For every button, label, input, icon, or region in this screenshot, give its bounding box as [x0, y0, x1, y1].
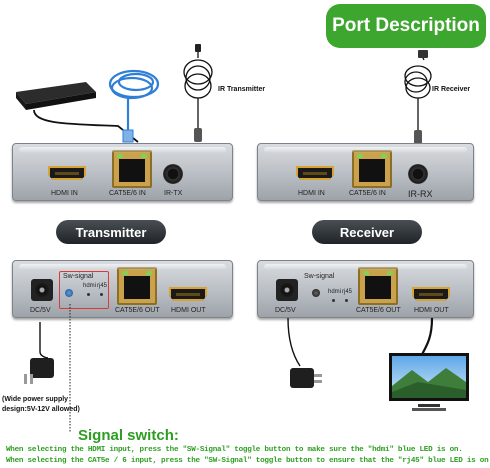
- ethernet-cable-icon: [108, 69, 160, 143]
- dc-label: DC/5V: [30, 307, 51, 314]
- rx-hdmi-in-port: [296, 166, 334, 180]
- led-rj45: [100, 293, 103, 296]
- ir-tx-label: IR-TX: [164, 190, 183, 197]
- rx-cat-out-port: [358, 267, 398, 305]
- rx-cat-in-label: CAT5E/6 IN: [349, 190, 386, 197]
- signal-switch-line1: When selecting the HDMI input, press the…: [6, 446, 463, 454]
- transmitter-front-panel: HDMI IN CAT5E/6 IN IR-TX: [12, 143, 233, 201]
- ir-tx-port: [163, 164, 183, 184]
- power-adapter-icon: [24, 322, 54, 384]
- rx-hdmi-in-label: HDMI IN: [298, 190, 325, 197]
- signal-switch-line2: When selecting the CAT5e / 6 input, pres…: [6, 457, 490, 465]
- rx-power-adapter-icon: [287, 318, 322, 388]
- ir-transmitter-cable-icon: [183, 44, 213, 142]
- sw-signal-label: Sw-signal: [63, 273, 94, 280]
- transmitter-title: Transmitter: [56, 220, 166, 244]
- rx-dc-label: DC/5V: [275, 307, 296, 314]
- dc-power-port: [31, 279, 53, 301]
- hdmi-out-port: [169, 287, 207, 301]
- rx-sw-signal-label: Sw-signal: [304, 273, 335, 280]
- rx-led-rj45-label: rj45: [342, 289, 353, 295]
- led-hdmi: [87, 293, 90, 296]
- receiver-back-panel: DC/5V Sw-signal hdmi rj45 CAT5E/6 OUT HD…: [257, 260, 474, 318]
- rx-hdmi-out-label: HDMI OUT: [414, 307, 449, 314]
- cat-out-label: CAT5E/6 OUT: [115, 307, 160, 314]
- led-hdmi-label: hdmi: [83, 283, 97, 289]
- signal-switch-title: Signal switch:: [78, 427, 179, 444]
- sw-signal-button: [65, 289, 73, 297]
- ir-transmitter-label: IR Transmitter: [218, 86, 266, 93]
- hdmi-in-label: HDMI IN: [51, 190, 78, 197]
- hdmi-in-port: [48, 166, 86, 180]
- sw-signal-highlight-box: [59, 271, 109, 309]
- power-note-line1: (Wide power supply: [2, 396, 69, 403]
- dvd-player-icon: [16, 82, 96, 110]
- power-cord-icon: [33, 109, 139, 143]
- sw-signal-callout-line: [69, 304, 71, 432]
- tv-icon: [389, 353, 469, 411]
- ir-receiver-cable-icon: [404, 50, 432, 144]
- led-rj45-label: rj45: [97, 283, 108, 289]
- rx-dc-power-port: [276, 279, 298, 301]
- hdmi-out-label: HDMI OUT: [171, 307, 206, 314]
- cat-in-port: [112, 150, 152, 188]
- rx-sw-signal-button: [312, 289, 320, 297]
- rx-led-hdmi-label: hdmi: [328, 289, 342, 295]
- ir-rx-port: [408, 164, 428, 184]
- rx-led-rj45: [345, 299, 348, 302]
- rx-hdmi-out-port: [412, 287, 450, 301]
- cat-in-label: CAT5E/6 IN: [109, 190, 146, 197]
- transmitter-back-panel: DC/5V Sw-signal hdmi rj45 CAT5E/6 OUT HD…: [12, 260, 233, 318]
- rx-cat-in-port: [352, 150, 392, 188]
- port-description-badge: Port Description: [326, 4, 486, 48]
- rx-cat-out-label: CAT5E/6 OUT: [356, 307, 401, 314]
- receiver-title: Receiver: [312, 220, 422, 244]
- power-note-line2: design:5V-12V allowed): [2, 406, 80, 413]
- cat-out-port: [117, 267, 157, 305]
- receiver-front-panel: HDMI IN CAT5E/6 IN IR-RX: [257, 143, 474, 201]
- ir-rx-label: IR-RX: [408, 189, 433, 199]
- rx-led-hdmi: [332, 299, 335, 302]
- ir-receiver-label: IR Receiver: [432, 86, 471, 93]
